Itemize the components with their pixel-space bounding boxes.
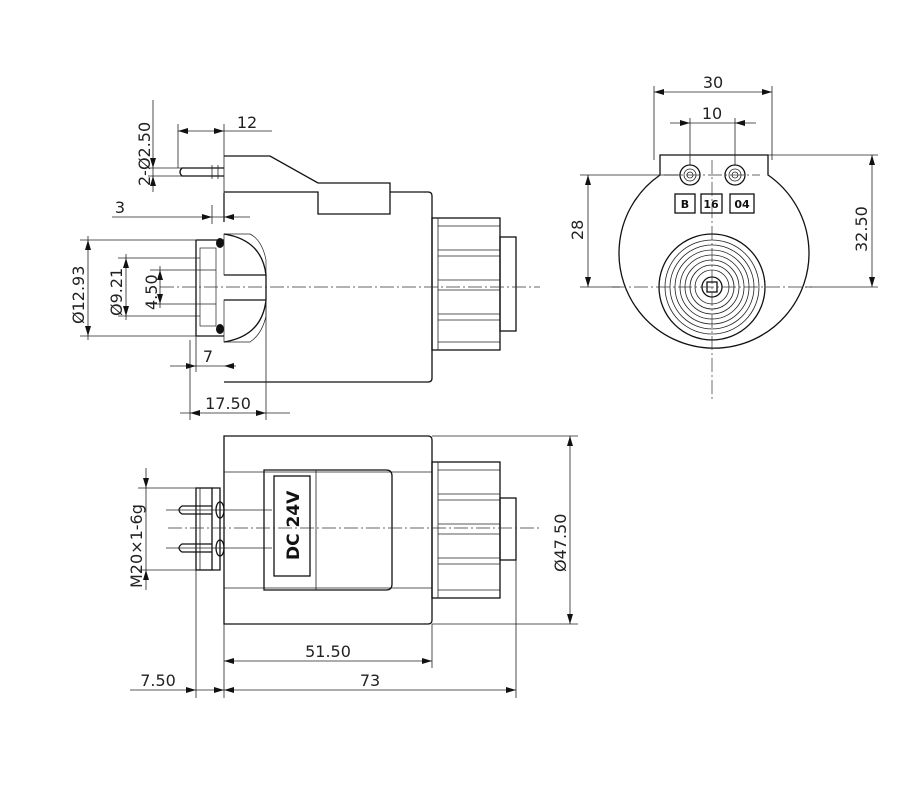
flange-offset-text: 3 <box>115 198 125 217</box>
end-outline <box>618 154 810 349</box>
top-view: DC 24V <box>127 435 578 698</box>
pin-spacing-text: 12 <box>237 113 257 132</box>
overall-length-text: 73 <box>360 671 380 690</box>
end-width-text: 30 <box>703 73 723 92</box>
terminal-16-label: 16 <box>703 198 719 211</box>
coil-length-text: 51.50 <box>305 642 351 661</box>
seat-depth-text: 7 <box>203 347 213 366</box>
top-connector-nut <box>431 461 517 599</box>
thread-text: M20×1-6g <box>127 504 146 588</box>
seat-length-text: 17.50 <box>205 394 251 413</box>
nut-length-text: 7.50 <box>140 671 176 690</box>
overall-height-text: 32.50 <box>852 206 871 252</box>
bore-outer-text: Ø12.93 <box>69 266 88 324</box>
pin-diameter-text: 2-Ø2.50 <box>135 122 154 186</box>
side-terminal-bracket <box>224 155 391 215</box>
voltage-label: DC 24V <box>284 490 304 560</box>
bore-inner-text: Ø9.21 <box>107 268 126 316</box>
terminal-b-label: B <box>681 198 689 211</box>
end-view: B 16 04 30 10 28 32.50 <box>568 73 878 400</box>
terminal-spacing-text: 10 <box>702 104 722 123</box>
side-core-section <box>195 233 267 343</box>
side-pin <box>179 167 224 177</box>
side-connector-nut <box>431 217 517 351</box>
top-thread-nut <box>178 487 225 571</box>
bore-center-text: 4.50 <box>142 274 161 310</box>
side-view: 2-Ø2.50 12 3 Ø12.93 Ø9.21 4.50 <box>69 100 540 420</box>
coil-diameter-text: Ø47.50 <box>551 514 570 572</box>
terminal-height-text: 28 <box>568 220 587 240</box>
terminal-04-label: 04 <box>734 198 750 211</box>
top-coil-body <box>223 435 433 625</box>
